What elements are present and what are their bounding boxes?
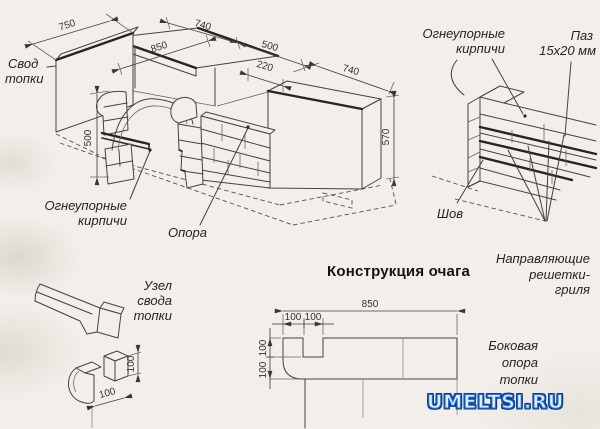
right-wall — [266, 80, 382, 190]
dim-850: 850 — [150, 40, 170, 56]
guides-label-line2: решетки- — [528, 267, 591, 282]
site-watermark: UMELTSI.RU — [426, 391, 565, 414]
dim-740-top: 740 — [193, 18, 212, 33]
dimension-lines — [24, 13, 400, 187]
dim-220: 220 — [255, 59, 274, 74]
support-label: Опора — [168, 225, 207, 240]
node-label-line1: Узел — [143, 278, 173, 293]
vault-label-line2: топки — [5, 71, 43, 86]
corner-firebricks-line2: кирпичи — [456, 41, 505, 56]
node-detail-drawing: Узел свода топки 100 100 — [34, 278, 173, 428]
side-support-label-line3: топки — [500, 372, 538, 387]
side-support-label-line2: опора — [502, 355, 538, 370]
node-dim-height: 100 — [126, 355, 137, 372]
groove-label-line2: 15x20 мм — [539, 43, 596, 58]
node-label-line3: топки — [134, 308, 172, 323]
dim-570: 570 — [381, 128, 392, 145]
firebox-arch — [95, 90, 204, 189]
drawing-title: Конструкция очага — [327, 263, 471, 280]
guides-label-line3: гриля — [555, 282, 590, 297]
plan-dim-b: 100 — [305, 312, 322, 323]
plan-dim-v1: 100 — [258, 339, 269, 356]
seam-label: Шов — [437, 206, 463, 221]
side-support-label-line1: Боковая — [488, 338, 538, 353]
brick-support-wall — [200, 111, 276, 189]
groove-label-line1: Паз — [571, 28, 593, 43]
plan-drawing: 850 100 100 100 100 Боковая опора топки — [258, 299, 538, 429]
dim-750: 750 — [58, 18, 78, 34]
dim-500-top: 500 — [260, 39, 279, 54]
dim-500-left: 500 — [83, 129, 94, 146]
plan-dim-a: 100 — [285, 312, 302, 323]
firebricks-label-line2: кирпичи — [78, 213, 127, 228]
dim-740-right: 740 — [341, 63, 360, 78]
node-label-line2: свода — [137, 293, 172, 308]
vault-label-line1: Свод — [8, 56, 38, 71]
plan-dim-v2: 100 — [258, 361, 269, 378]
corner-detail-drawing: Огнеупорные кирпичи Паз 15x20 мм Шов Нап… — [422, 26, 598, 297]
plan-dim-width: 850 — [362, 299, 379, 310]
guides-label-line1: Направляющие — [496, 251, 590, 266]
corner-firebricks-line1: Огнеупорные — [422, 26, 505, 41]
vault-slab — [108, 26, 280, 107]
main-iso-drawing: Свод топки Огнеупорные кирпичи Опора 750… — [5, 13, 400, 240]
node-dim-width: 100 — [98, 386, 117, 401]
firebricks-label-line1: Огнеупорные — [44, 198, 127, 213]
leader-lines — [46, 65, 250, 226]
